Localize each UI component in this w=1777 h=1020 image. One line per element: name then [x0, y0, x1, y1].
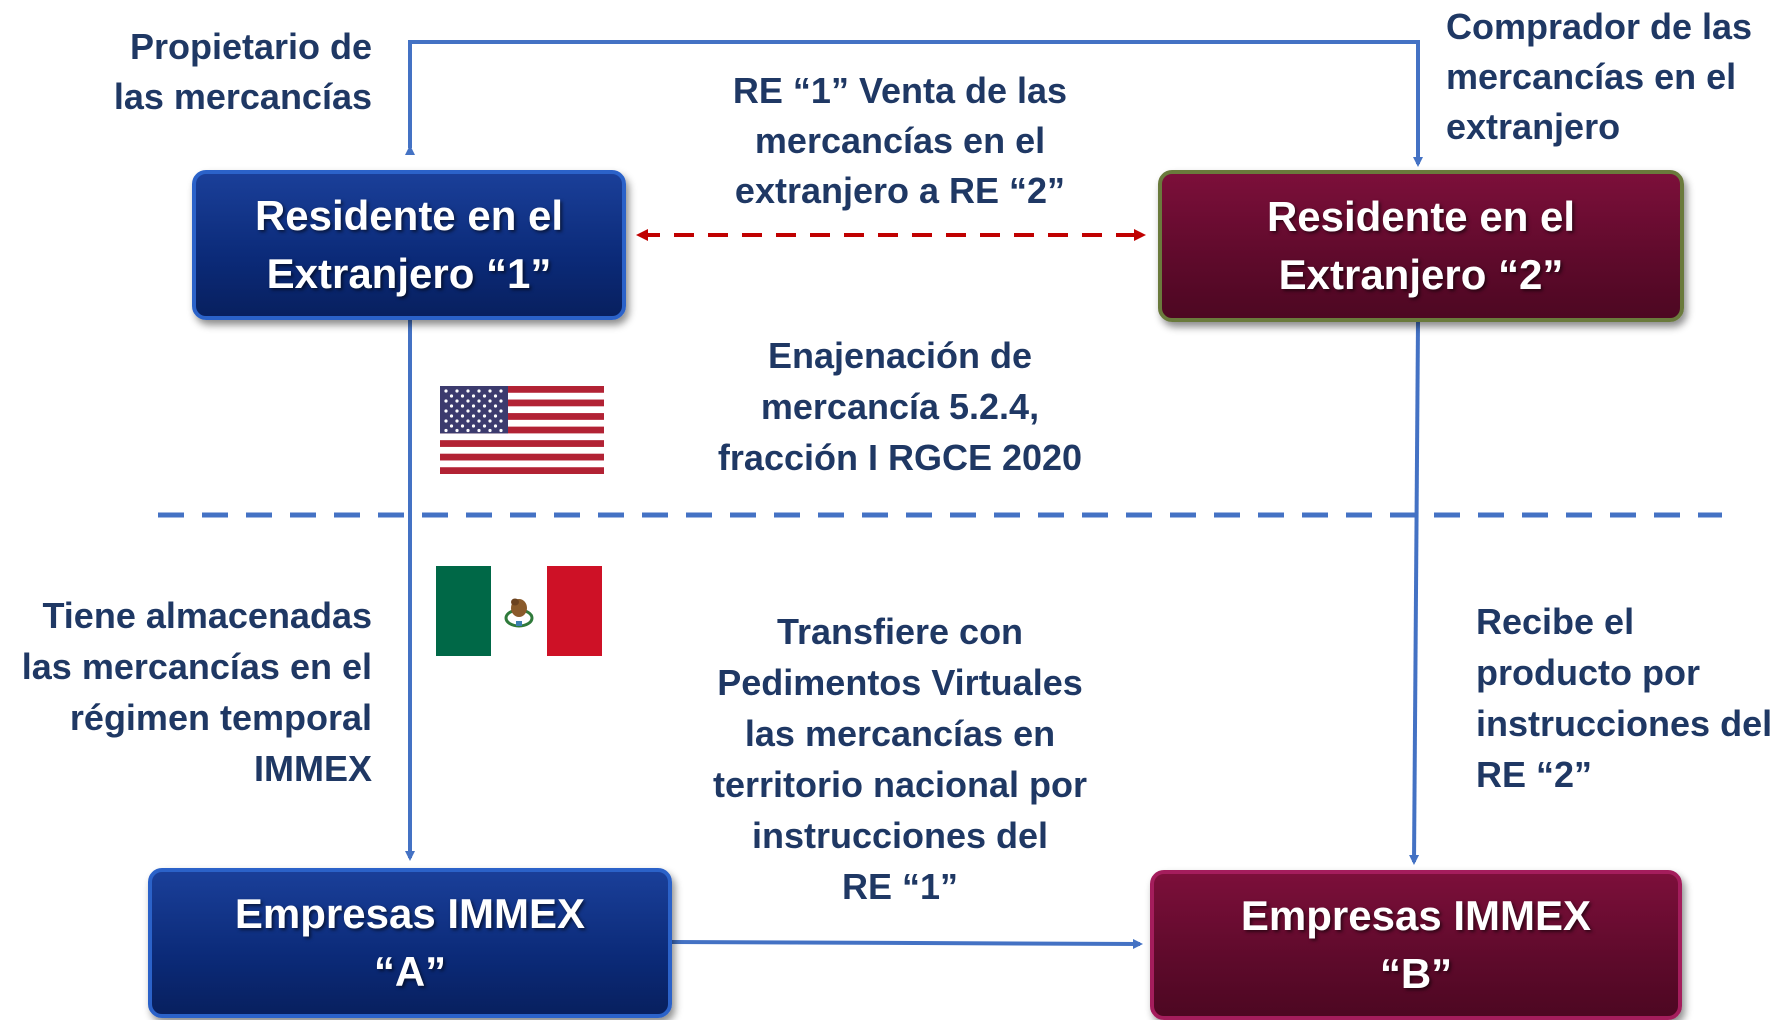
- re2-to-immex-b-arrow: [1409, 321, 1420, 865]
- re2-box: Residente en el Extranjero “2”: [1158, 170, 1684, 322]
- owner-label: Propietario de las mercancías: [113, 26, 372, 117]
- re1-box: Residente en el Extranjero “1”: [192, 170, 626, 320]
- mexico-flag-icon: [436, 566, 602, 656]
- alienation-label: Enajenación de mercancía 5.2.4, fracción…: [717, 335, 1083, 478]
- us-flag-icon: [440, 386, 604, 474]
- transfers-label: Transfiere con Pedimentos Virtuales las …: [712, 611, 1088, 907]
- immex-a-box: Empresas IMMEX “A”: [148, 868, 672, 1018]
- receives-label: Recibe el producto por instrucciones del…: [1476, 601, 1773, 795]
- stores-label: Tiene almacenadas las mercancías en el r…: [21, 595, 372, 789]
- buyer-label: Comprador de las mercancías en el extran…: [1446, 6, 1753, 147]
- sale-label: RE “1” Venta de las mercancías en el ext…: [732, 70, 1068, 211]
- immex-b-box: Empresas IMMEX “B”: [1150, 870, 1682, 1020]
- coat-of-arms-icon: [504, 598, 534, 628]
- ownership-connector: [405, 40, 1423, 167]
- immex-a-to-b-arrow: [669, 938, 1143, 949]
